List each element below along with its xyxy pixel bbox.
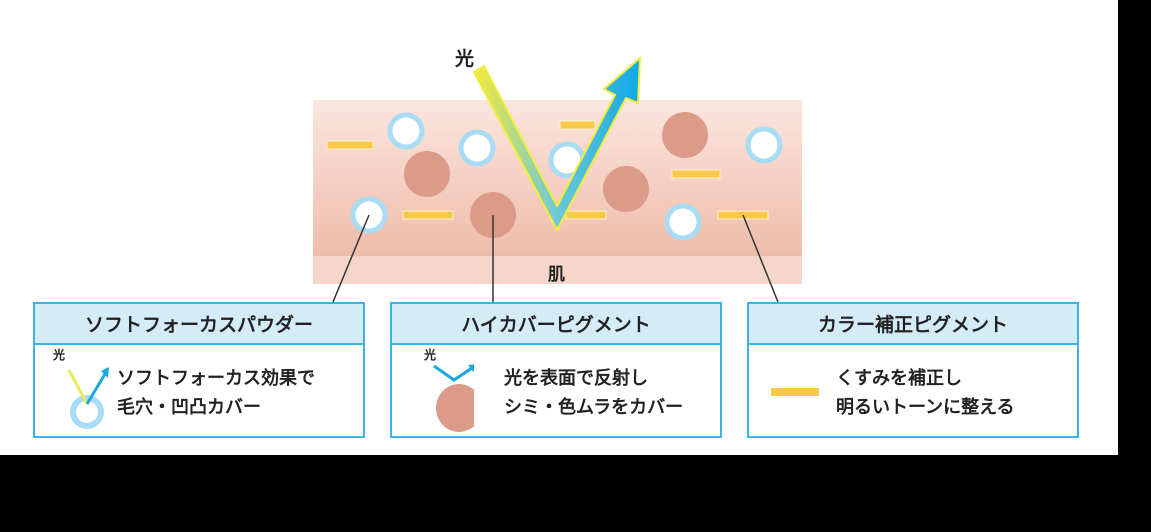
card-body: 光 光を表面で反射し シミ・色ムラをカバー xyxy=(392,348,720,436)
light-label: 光 xyxy=(455,48,475,70)
card-title: ハイカバーピグメント xyxy=(392,304,720,345)
skin-layer xyxy=(313,100,802,256)
card-title: カラー補正ピグメント xyxy=(749,304,1077,345)
card-body: 光 ソフトフォーカス効果で 毛穴・凹凸カバー xyxy=(35,348,363,436)
pigment-particle xyxy=(603,166,649,212)
powder-particle xyxy=(387,112,425,150)
skin-diagram xyxy=(313,57,802,303)
pigment-particle xyxy=(662,112,708,158)
card-description: くすみを補正し 明るいトーンに整える xyxy=(836,364,1015,422)
card-title: ソフトフォーカスパウダー xyxy=(35,304,363,345)
color-bar xyxy=(402,210,454,220)
leader-line xyxy=(742,214,779,303)
soft-focus-particles xyxy=(350,112,783,241)
leader-lines xyxy=(332,214,779,303)
pigment-particles xyxy=(404,112,708,238)
color-bar xyxy=(559,120,596,130)
color-bar xyxy=(565,210,607,220)
soft-focus-icon: 光 xyxy=(47,348,117,448)
description-line: ソフトフォーカス効果で xyxy=(117,368,315,389)
pigment-reflect-icon: 光 xyxy=(404,348,482,448)
card-description: 光を表面で反射し シミ・色ムラをカバー xyxy=(504,364,683,422)
description-line: シミ・色ムラをカバー xyxy=(504,397,684,418)
color-bar xyxy=(326,140,374,150)
skin-label: 肌 xyxy=(548,265,565,285)
icon-light-label: 光 xyxy=(424,348,437,362)
description-line: 毛穴・凹凸カバー xyxy=(117,397,261,418)
icon-light-label: 光 xyxy=(53,348,66,362)
powder-particle xyxy=(745,126,783,164)
description-line: 光を表面で反射し xyxy=(504,368,648,389)
description-line: 明るいトーンに整える xyxy=(836,397,1015,418)
color-bar-graphic xyxy=(771,388,819,396)
pigment-reflect-graphic xyxy=(433,364,482,432)
soft-focus-powder-card: ソフトフォーカスパウダー 光 ソフトフォーカス効果で 毛穴・凹凸カバー xyxy=(33,302,365,438)
light-reflection-arrow xyxy=(473,57,641,231)
pigment-particle xyxy=(404,151,450,197)
card-body: くすみを補正し 明るいトーンに整える xyxy=(749,354,1077,436)
soft-focus-graphic xyxy=(67,367,109,429)
color-bar xyxy=(671,169,721,179)
powder-particle xyxy=(664,203,702,241)
leader-line xyxy=(332,214,370,303)
skin-base-layer xyxy=(313,256,802,284)
powder-particle xyxy=(458,129,496,167)
color-correction-pigment-card: カラー補正ピグメント くすみを補正し 明るいトーンに整える xyxy=(747,302,1079,438)
card-description: ソフトフォーカス効果で 毛穴・凹凸カバー xyxy=(117,364,315,422)
high-cover-pigment-card: ハイカバーピグメント 光 光を表面で反射し シミ・色ムラをカバー xyxy=(390,302,722,438)
description-line: くすみを補正し xyxy=(836,368,962,389)
diagram-canvas: 光 肌 ソフトフォーカスパウダー 光 ソフトフォーカス効果で 毛穴・凹凸カバー … xyxy=(0,0,1118,455)
